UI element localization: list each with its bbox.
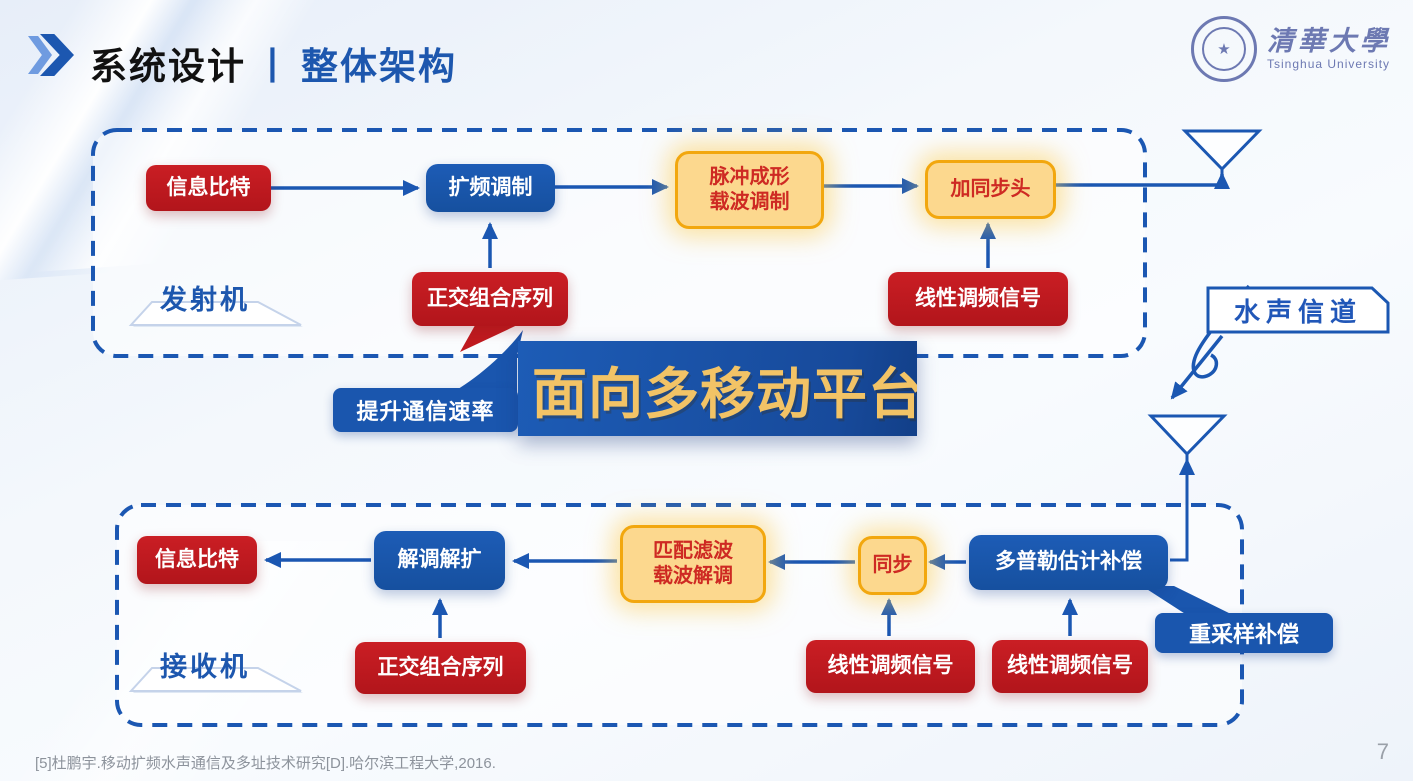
arrow-channel-to-antenna2 <box>1170 334 1224 400</box>
page-number: 7 <box>1376 739 1389 764</box>
tx-antenna-icon <box>1181 129 1263 172</box>
rx-node-lfm-sync: 线性调频信号 <box>806 640 975 693</box>
title-chevron-icon <box>28 34 80 76</box>
redbox-tail <box>460 320 528 352</box>
tx-node-add-sync: 加同步头 <box>925 160 1056 219</box>
callout-beak <box>448 330 523 397</box>
rx-node-lfm-doppler: 线性调频信号 <box>992 640 1148 693</box>
title-secondary: 整体架构 <box>301 46 457 87</box>
tsinghua-seal-icon: ★ <box>1191 16 1257 82</box>
resample-pointer <box>1142 586 1237 617</box>
channel-label-box <box>1206 286 1390 334</box>
title-primary: 系统设计 <box>90 46 246 87</box>
transmitter-label: 发射机 <box>160 285 250 315</box>
seal-star-icon: ★ <box>1202 27 1246 71</box>
rx-node-info-bits: 信息比特 <box>137 536 257 584</box>
logo-name-en: Tsinghua University <box>1267 57 1391 72</box>
speed-callout: 提升通信速率 <box>333 388 518 432</box>
banner-text: 面向多移动平台 <box>532 362 917 425</box>
tx-node-info-bits: 信息比特 <box>146 165 271 211</box>
university-logo: ★ 清華大學 Tsinghua University <box>1191 16 1391 82</box>
rx-antenna-stem <box>1170 454 1189 562</box>
headline-banner: 面向多移动平台 <box>518 341 917 436</box>
logo-names: 清華大學 Tsinghua University <box>1267 25 1391 72</box>
rx-node-matched-filter: 匹配滤波 载波解调 <box>620 525 766 603</box>
tx-node-lfm-signal: 线性调频信号 <box>888 272 1068 326</box>
page-title: 系统设计丨整体架构 <box>90 36 457 90</box>
citation-text: [5]杜鹏宇.移动扩频水声通信及多址技术研究[D].哈尔滨工程大学,2016. <box>35 755 496 772</box>
rx-node-resample: 重采样补偿 <box>1155 613 1333 653</box>
channel-label: 水声信道 <box>1233 296 1362 327</box>
tx-pedestal <box>128 301 302 326</box>
rx-node-sync: 同步 <box>858 536 927 595</box>
rx-node-orthogonal-seq: 正交组合序列 <box>355 642 526 694</box>
receiver-label: 接收机 <box>160 652 250 682</box>
tx-node-spread-modulation: 扩频调制 <box>426 164 555 212</box>
rx-antenna-icon <box>1147 414 1228 457</box>
rx-node-doppler: 多普勒估计补偿 <box>969 535 1168 590</box>
rx-node-despread: 解调解扩 <box>374 531 505 590</box>
title-separator: 丨 <box>254 46 293 87</box>
tx-node-pulse-carrier: 脉冲成形 载波调制 <box>675 151 824 229</box>
logo-name-cn: 清華大學 <box>1267 25 1391 57</box>
tx-node-orthogonal-seq: 正交组合序列 <box>412 272 568 326</box>
